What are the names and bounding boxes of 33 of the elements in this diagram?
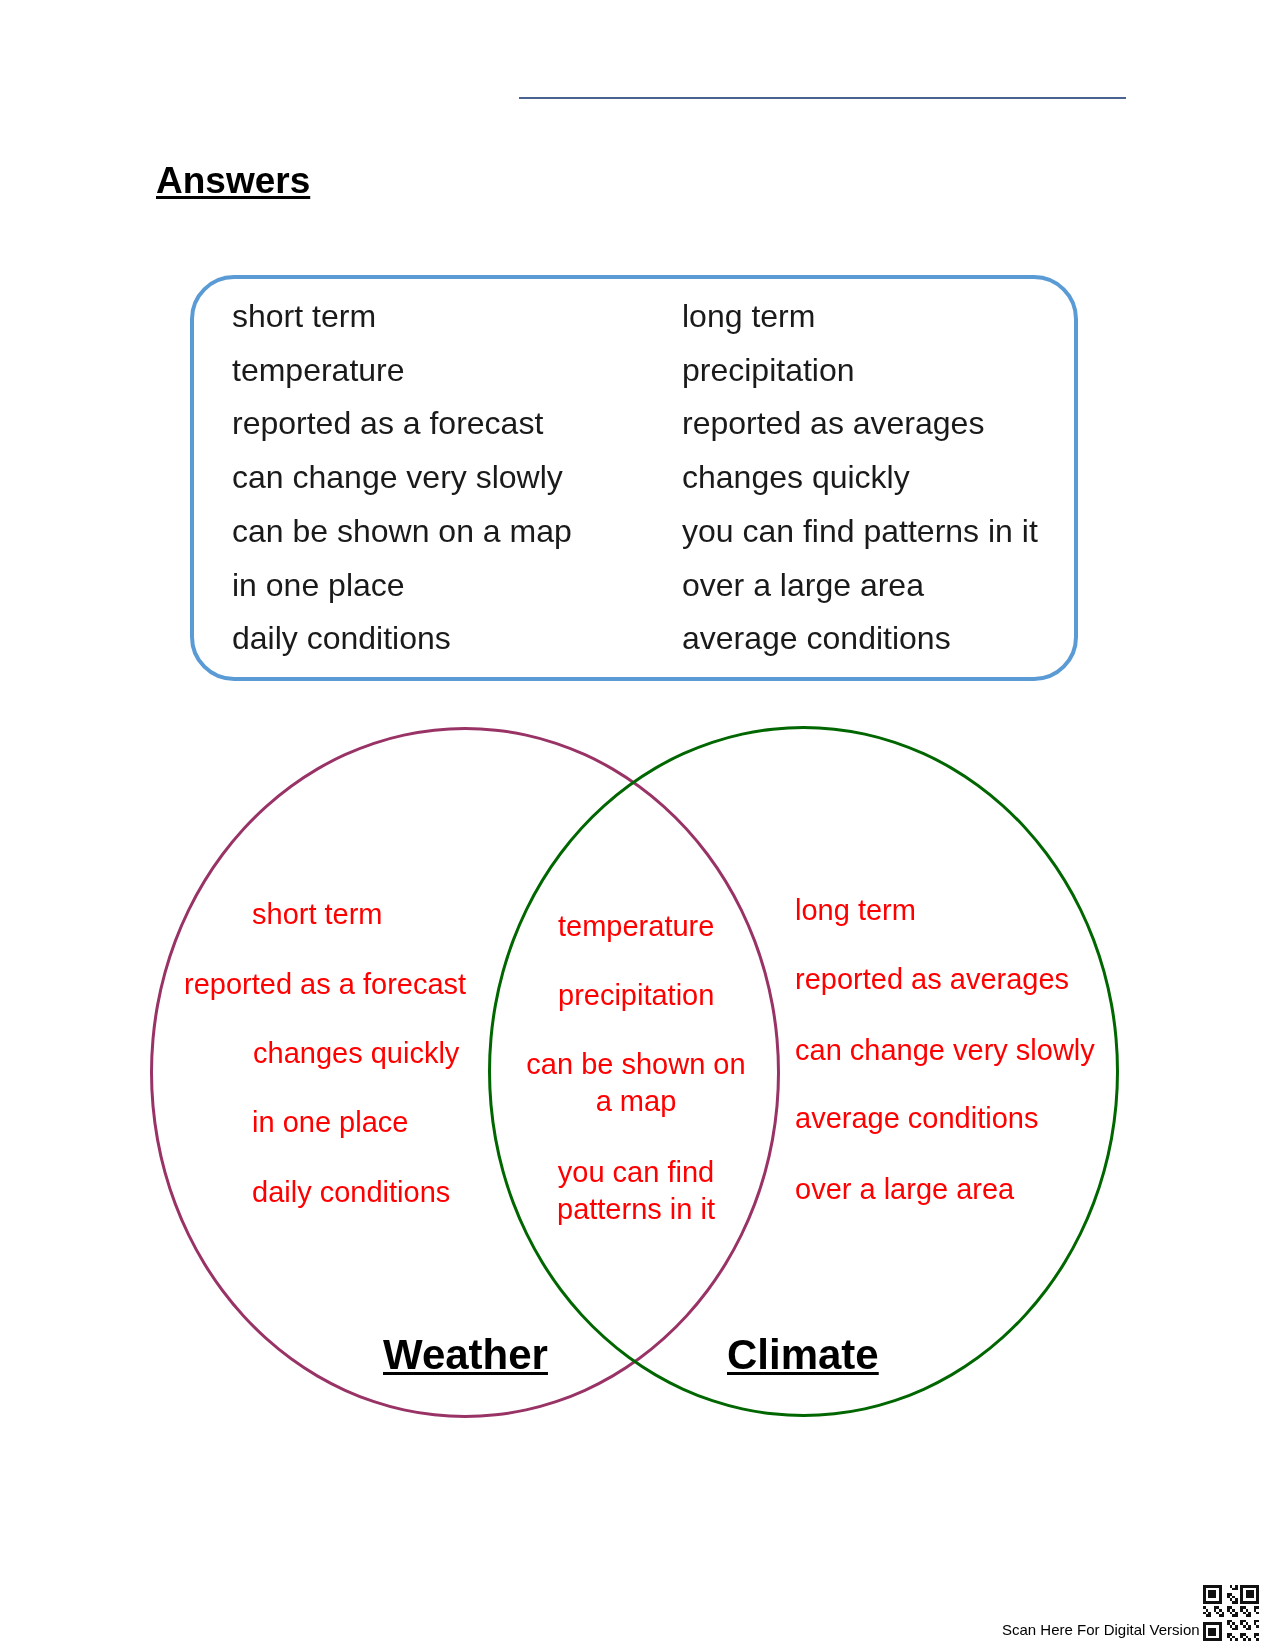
- word-bank-item: can change very slowly: [232, 458, 563, 497]
- answer-text: temperature: [558, 909, 715, 943]
- word-bank-item: reported as averages: [682, 404, 985, 443]
- answer-text: daily conditions: [252, 1175, 451, 1209]
- answer-text: precipitation: [558, 978, 715, 1012]
- word-bank-item: you can find patterns in it: [682, 511, 1038, 550]
- answer-text: over a large area: [795, 1172, 1015, 1206]
- answer-text: reported as averages: [795, 962, 1070, 996]
- word-bank-item: precipitation: [682, 350, 855, 389]
- word-bank-item: short term: [232, 297, 377, 335]
- circle-heading: Climate: [727, 1330, 879, 1380]
- answer-text: long term: [795, 893, 916, 927]
- word-bank-item: temperature: [232, 350, 405, 389]
- page-title: Answers: [156, 159, 311, 203]
- answer-text: reported as a forecast: [184, 967, 467, 1001]
- answer-text: can change very slowly: [795, 1033, 1095, 1067]
- word-bank-item: daily conditions: [232, 619, 451, 658]
- answer-text: changes quickly: [253, 1036, 460, 1070]
- answer-text: short term: [252, 897, 383, 931]
- word-bank-item: average conditions: [682, 619, 951, 658]
- word-bank-item: changes quickly: [682, 458, 910, 497]
- word-bank-item: reported as a forecast: [232, 404, 544, 443]
- word-bank-item: over a large area: [682, 565, 924, 604]
- word-bank-item: in one place: [232, 565, 405, 604]
- answer-text: can be shown on a map: [525, 1047, 747, 1119]
- answer-text: you can find patterns in it: [556, 1155, 716, 1227]
- word-bank-item: long term: [682, 297, 816, 335]
- word-bank-item: can be shown on a map: [232, 511, 572, 550]
- word-bank-panel: [190, 275, 1078, 681]
- answer-text: in one place: [252, 1105, 409, 1139]
- answer-text: average conditions: [795, 1101, 1039, 1135]
- footer-text: Scan Here For Digital Version: [1002, 1621, 1200, 1639]
- circle-heading: Weather: [383, 1330, 548, 1380]
